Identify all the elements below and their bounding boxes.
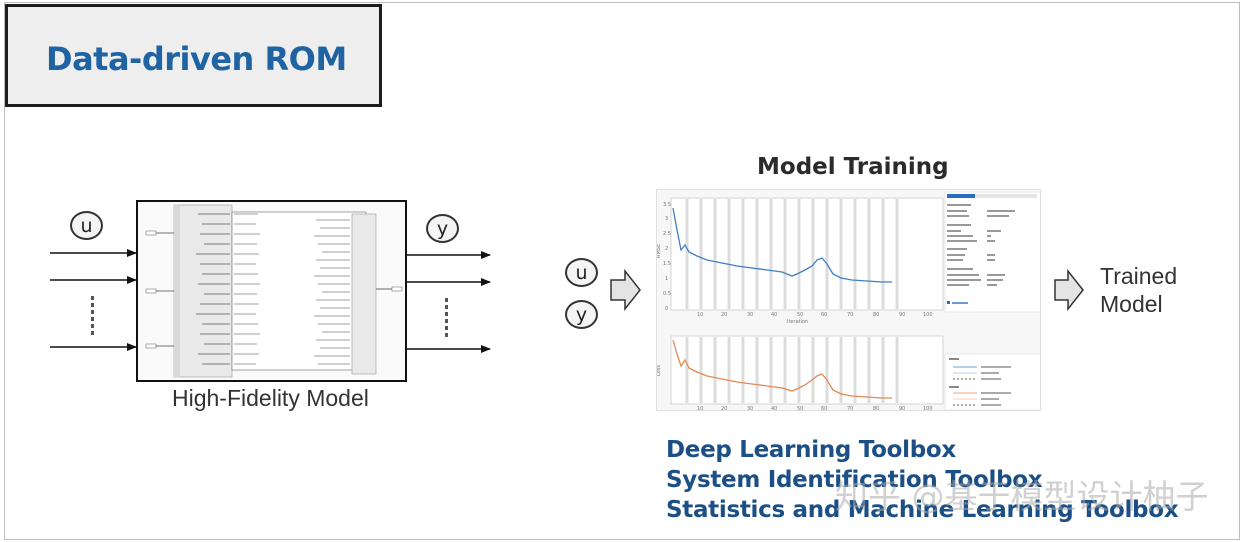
output-ellipsis [445, 298, 448, 337]
svg-text:0.5: 0.5 [663, 291, 671, 297]
slide-title: Data-driven ROM [46, 40, 347, 78]
toolbox-deep-learning: Deep Learning Toolbox [666, 437, 956, 463]
input-ellipsis [91, 296, 94, 335]
trained-model-label: Trained Model [1100, 262, 1177, 318]
toolbox-system-identification: System Identification Toolbox [666, 467, 1043, 493]
training-input-y-symbol: y [565, 300, 598, 329]
svg-text:2.5: 2.5 [663, 231, 671, 237]
block-arrow-to-training [610, 268, 641, 312]
svg-text:3.5: 3.5 [663, 202, 671, 208]
toolbox-statistics-ml: Statistics and Machine Learning Toolbox [666, 497, 1179, 523]
svg-text:50: 50 [797, 312, 803, 318]
svg-text:1.5: 1.5 [663, 261, 671, 267]
svg-text:40: 40 [771, 312, 777, 318]
svg-text:100: 100 [923, 406, 933, 411]
svg-text:RMSE: RMSE [657, 244, 662, 258]
svg-text:30: 30 [747, 406, 753, 411]
svg-text:40: 40 [771, 406, 777, 411]
svg-text:80: 80 [873, 406, 879, 411]
title-box [5, 4, 382, 107]
svg-text:80: 80 [873, 312, 879, 318]
svg-text:90: 90 [899, 312, 905, 318]
svg-text:100: 100 [923, 312, 933, 318]
svg-text:1: 1 [665, 276, 668, 282]
model-training-title: Model Training [757, 154, 949, 180]
svg-text:90: 90 [899, 406, 905, 411]
svg-text:70: 70 [847, 406, 853, 411]
svg-text:10: 10 [697, 312, 703, 318]
input-u-symbol: u [70, 211, 103, 240]
watermark: 知乎 @基于模型设计柚子 [835, 477, 1209, 516]
svg-text:Iteration: Iteration [787, 319, 808, 325]
svg-text:0: 0 [665, 306, 668, 312]
high-fidelity-model-diagram [136, 200, 407, 382]
svg-text:60: 60 [821, 406, 827, 411]
block-arrow-to-trained-model [1054, 268, 1084, 312]
rmse-axis-labels: 3.5 3 2.5 2 1.5 1 0.5 0 10 20 30 40 50 60 70 80 90 10… [657, 202, 933, 325]
svg-text:2: 2 [665, 246, 668, 252]
trained-model-line-2: Model [1100, 291, 1163, 317]
svg-text:20: 20 [721, 312, 727, 318]
svg-text:70: 70 [847, 312, 853, 318]
svg-text:3: 3 [665, 216, 668, 222]
trained-model-line-1: Trained [1100, 263, 1178, 289]
output-y-symbol: y [426, 214, 459, 243]
high-fidelity-model-label: High-Fidelity Model [172, 385, 369, 411]
svg-text:30: 30 [747, 312, 753, 318]
training-input-u-symbol: u [565, 258, 598, 287]
svg-text:60: 60 [821, 312, 827, 318]
svg-text:10: 10 [697, 406, 703, 411]
svg-text:20: 20 [721, 406, 727, 411]
svg-text:50: 50 [797, 406, 803, 411]
simulink-block-thumbnail [145, 204, 403, 378]
svg-text:Loss: Loss [657, 365, 662, 376]
loss-axis-labels: 10 20 30 40 50 60 70 80 90 100 Loss [657, 365, 933, 411]
rmse-training-line [672, 207, 892, 283]
loss-training-line [672, 339, 892, 399]
toolbox-list: Deep Learning Toolbox System Identificat… [666, 437, 1226, 527]
